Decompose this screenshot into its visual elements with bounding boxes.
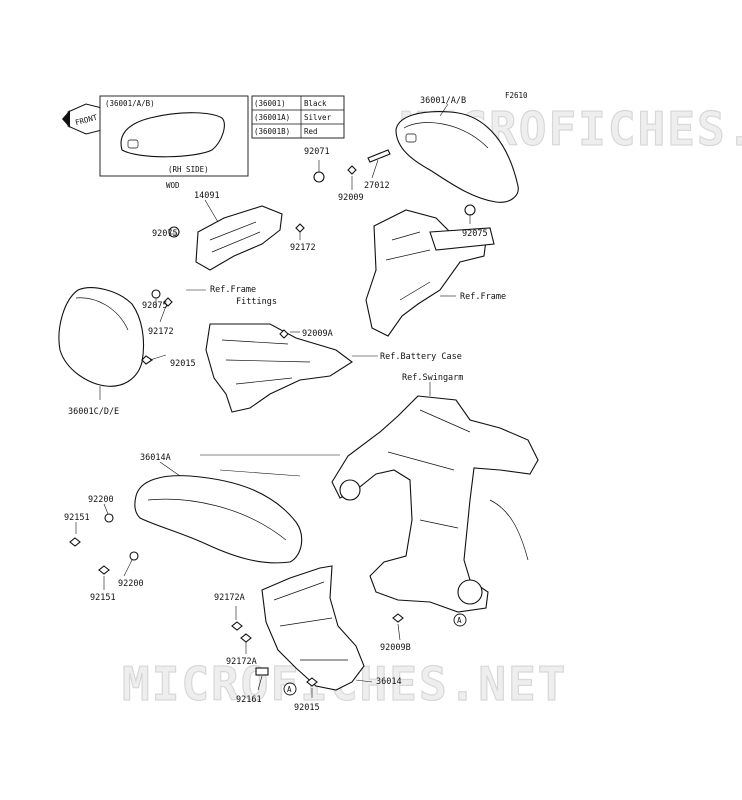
label-36001ab: 36001/A/B bbox=[420, 96, 466, 106]
label-92172a-top: 92172A bbox=[214, 593, 245, 603]
front-arrow-icon: FRONT bbox=[62, 103, 111, 135]
bolt-92009b bbox=[392, 613, 404, 623]
bolt-92172-mid bbox=[163, 297, 173, 307]
bolt-92172a-top bbox=[231, 621, 243, 631]
color-code-2: (36001B) bbox=[254, 127, 290, 136]
label-92015-b: 92015 bbox=[294, 703, 320, 713]
color-code-0: (36001) bbox=[254, 99, 286, 108]
chain-guard-36014a bbox=[134, 475, 303, 564]
label-92075-a: 92075 bbox=[152, 229, 178, 239]
color-code-1: (36001A) bbox=[254, 113, 290, 122]
label-92009b: 92009B bbox=[380, 643, 411, 653]
inset-ref: (36001/A/B) bbox=[105, 99, 155, 108]
label-92015-a: 92015 bbox=[170, 359, 196, 369]
swingarm bbox=[331, 395, 539, 613]
label-92075-b: 92075 bbox=[142, 301, 168, 311]
ref-swingarm: Ref.Swingarm bbox=[402, 373, 463, 383]
bolt-92172a-bottom bbox=[240, 633, 252, 643]
label-36014a: 36014A bbox=[140, 453, 171, 463]
grommet-92071 bbox=[313, 171, 325, 183]
ref-battery-case: Ref.Battery Case bbox=[380, 352, 462, 362]
label-36001cde: 36001C/D/E bbox=[68, 407, 119, 417]
color-name-2: Red bbox=[304, 127, 318, 136]
bolt-92151-bottom bbox=[98, 565, 110, 575]
clip-92015 bbox=[141, 355, 153, 365]
ref-frame-fittings-line2: Fittings bbox=[236, 297, 277, 307]
label-14091: 14091 bbox=[194, 191, 220, 201]
svg-text:A: A bbox=[287, 685, 292, 694]
ref-frame-fittings-line1: Ref.Frame bbox=[210, 285, 256, 295]
bracket-14091 bbox=[195, 205, 283, 271]
label-92161: 92161 bbox=[236, 695, 262, 705]
frame-section bbox=[365, 209, 495, 337]
label-92075-c: 92075 bbox=[462, 229, 488, 239]
inset-side: (RH SIDE) bbox=[168, 165, 209, 174]
svg-text:A: A bbox=[457, 616, 462, 625]
lower-cover-36014 bbox=[261, 565, 365, 691]
marker-a-bottom: A bbox=[283, 682, 297, 696]
color-name-1: Silver bbox=[304, 113, 332, 122]
pad-92161 bbox=[255, 667, 269, 676]
inset-box: (36001/A/B) (RH SIDE) WOD bbox=[99, 95, 249, 190]
ref-frame: Ref.Frame bbox=[460, 292, 506, 302]
label-92172-a: 92172 bbox=[290, 243, 316, 253]
label-92071: 92071 bbox=[304, 147, 330, 157]
figure-code: F2610 bbox=[505, 91, 528, 100]
grommet-92075-right bbox=[464, 204, 476, 216]
marker-a-right: A bbox=[453, 613, 467, 627]
grommet-92075-mid bbox=[151, 289, 161, 299]
bolt-92009 bbox=[347, 165, 357, 175]
label-92200-a: 92200 bbox=[88, 495, 114, 505]
color-name-0: Black bbox=[304, 99, 327, 108]
bolt-92172-top bbox=[295, 223, 305, 233]
grommet-92075-left bbox=[168, 226, 180, 238]
label-92151-a: 92151 bbox=[64, 513, 90, 523]
label-92009a: 92009A bbox=[302, 329, 333, 339]
clip-92015-bottom bbox=[306, 677, 318, 687]
label-92172a-bottom: 92172A bbox=[226, 657, 257, 667]
battery-case bbox=[205, 323, 353, 413]
label-36014: 36014 bbox=[376, 677, 402, 687]
label-27012: 27012 bbox=[364, 181, 390, 191]
label-92151-b: 92151 bbox=[90, 593, 116, 603]
washer-92200-top bbox=[104, 513, 114, 523]
washer-92200-bottom bbox=[129, 551, 139, 561]
label-92200-b: 92200 bbox=[118, 579, 144, 589]
side-cover-rh bbox=[395, 111, 519, 203]
bolt-92151-top bbox=[69, 537, 81, 547]
color-table: (36001) Black (36001A) Silver (36001B) R… bbox=[251, 95, 345, 139]
bolt-92009a bbox=[279, 329, 289, 339]
pin-27012 bbox=[367, 149, 391, 163]
label-92009: 92009 bbox=[338, 193, 364, 203]
label-92172-b: 92172 bbox=[148, 327, 174, 337]
side-cover-lh bbox=[58, 287, 145, 387]
inset-note: WOD bbox=[166, 181, 180, 190]
leader-lines bbox=[75, 103, 471, 698]
